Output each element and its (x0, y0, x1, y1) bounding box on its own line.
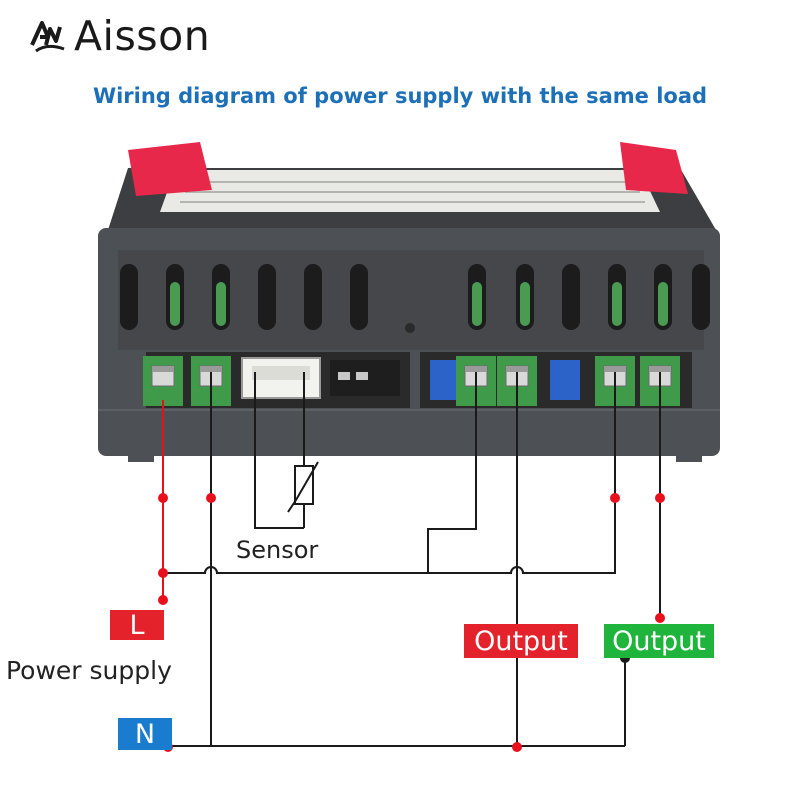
terminal-block (143, 356, 183, 406)
vent-slot (692, 264, 710, 330)
neutral-tag: N (118, 718, 172, 750)
vent-slot (120, 264, 138, 330)
output-2-tag: Output (604, 624, 714, 658)
brand-name: Aisson (74, 12, 211, 60)
junction-dot (158, 595, 168, 605)
vent-slot (350, 264, 368, 330)
junction-dot (158, 493, 168, 503)
sensor-label: Sensor (236, 536, 319, 564)
vent-slot (654, 264, 672, 330)
vent-slot (304, 264, 322, 330)
junction-dot (158, 568, 168, 578)
junction-dot (655, 493, 665, 503)
mounting-tab-right (620, 142, 688, 194)
junction-dot (206, 493, 216, 503)
diagram-title: Wiring diagram of power supply with the … (92, 84, 708, 108)
power-supply-label: Power supply (6, 656, 172, 685)
vent-slot (258, 264, 276, 330)
device-body (98, 228, 720, 462)
live-tag: L (110, 610, 164, 641)
vent-slot (608, 264, 626, 330)
vent-slot (166, 264, 184, 330)
aisson-logo-icon (30, 21, 65, 53)
output-1-tag: Output (464, 624, 578, 658)
vent-slots (120, 264, 710, 330)
vent-slot (212, 264, 230, 330)
vent-slot (468, 264, 486, 330)
junction-dots (158, 493, 665, 752)
vent-slot (562, 264, 580, 330)
thermistor-icon (287, 461, 319, 513)
device-top-face (108, 142, 716, 230)
live-bus (163, 372, 477, 574)
junction-dot (610, 493, 620, 503)
vent-slot (516, 264, 534, 330)
junction-dot (655, 613, 665, 623)
sensor-wire-1 (254, 372, 304, 529)
junction-dot (512, 742, 522, 752)
mounting-tab-left (128, 142, 212, 196)
brand: Aisson (26, 12, 210, 60)
